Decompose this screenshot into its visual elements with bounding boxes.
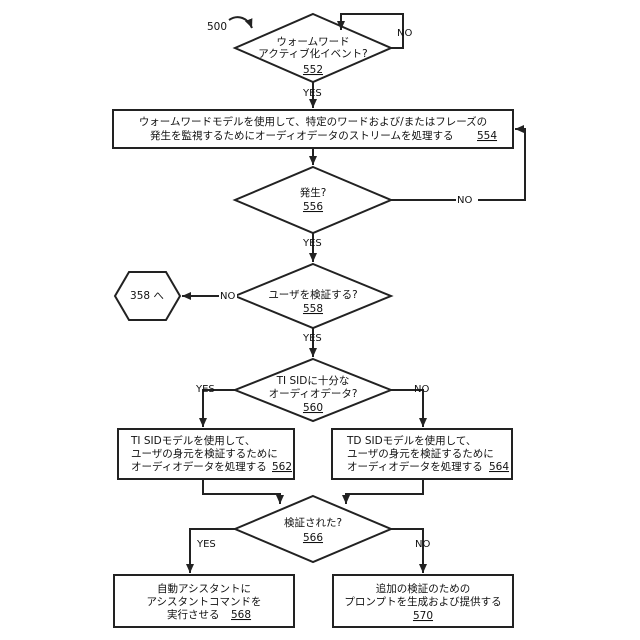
process-562: TI SIDモデルを使用して、 ユーザの身元を検証するために オーディオデータを…	[118, 429, 294, 479]
edge-560-no	[391, 390, 423, 427]
process-570-line-1: 追加の検証のための	[376, 582, 471, 595]
process-562-ref: 562	[272, 461, 292, 473]
label-558-no: NO	[220, 291, 235, 302]
process-568-line-1: 自動アシスタントに	[157, 582, 251, 595]
edge-564-566	[346, 479, 423, 504]
decision-566-line-1: 検証された?	[284, 516, 342, 529]
decision-560-line-2: オーディオデータ?	[269, 387, 358, 400]
label-560-no: NO	[414, 384, 429, 395]
decision-560: TI SIDに十分な オーディオデータ? 560	[235, 359, 391, 421]
edge-566-no	[391, 529, 423, 573]
connector-358: 358 へ	[115, 272, 180, 320]
figure-number: 500	[207, 21, 227, 33]
label-556-no: NO	[457, 195, 472, 206]
decision-558-line-1: ユーザを検証する?	[268, 288, 357, 301]
process-564-line-2: ユーザの身元を検証するために	[347, 447, 494, 460]
process-570-ref: 570	[413, 610, 433, 622]
edge-562-566	[203, 479, 280, 504]
process-554-line-1: ウォームワードモデルを使用して、特定のワードおよび/またはフレーズの	[139, 115, 487, 128]
process-568-ref: 568	[231, 609, 251, 621]
process-564-line-3: オーディオデータを処理する	[347, 460, 483, 473]
process-568-line-3: 実行させる	[167, 608, 220, 621]
label-566-no: NO	[415, 539, 430, 550]
process-554: ウォームワードモデルを使用して、特定のワードおよび/またはフレーズの 発生を監視…	[113, 110, 513, 148]
decision-560-line-1: TI SIDに十分な	[276, 374, 350, 387]
label-560-yes: YES	[195, 384, 215, 395]
edge-560-yes	[203, 390, 235, 427]
process-554-line-2: 発生を監視するためにオーディオデータのストリームを処理する	[150, 129, 453, 142]
decision-552-line-1: ウォームワード	[276, 36, 349, 48]
decision-566: 検証された? 566	[235, 496, 391, 562]
process-570-line-2: プロンプトを生成および提供する	[344, 595, 501, 608]
label-566-yes: YES	[196, 539, 216, 550]
process-554-ref: 554	[477, 130, 497, 142]
decision-558: ユーザを検証する? 558	[235, 264, 391, 328]
decision-552-ref: 552	[303, 64, 323, 76]
process-568: 自動アシスタントに アシスタントコマンドを 実行させる 568	[114, 575, 294, 627]
decision-552: ウォームワード アクティブ化イベント? 552	[235, 14, 391, 82]
process-568-line-2: アシスタントコマンドを	[146, 596, 261, 608]
figure-pointer	[229, 17, 252, 28]
connector-358-text: 358 へ	[130, 290, 164, 302]
decision-566-ref: 566	[303, 532, 323, 544]
decision-556-line-1: 発生?	[300, 186, 327, 199]
label-552-no: NO	[397, 28, 412, 39]
process-562-line-3: オーディオデータを処理する	[131, 460, 267, 473]
process-562-line-1: TI SIDモデルを使用して、	[130, 434, 255, 447]
process-564-ref: 564	[489, 461, 509, 473]
label-552-yes: YES	[302, 88, 322, 99]
decision-552-line-2: アクティブ化イベント?	[258, 47, 367, 60]
edge-566-yes	[190, 529, 235, 573]
decision-560-ref: 560	[303, 402, 323, 414]
decision-556-ref: 556	[303, 201, 323, 213]
decision-558-ref: 558	[303, 303, 323, 315]
decision-556: 発生? 556	[235, 167, 391, 233]
process-570: 追加の検証のための プロンプトを生成および提供する 570	[333, 575, 513, 627]
label-556-yes: YES	[302, 238, 322, 249]
label-558-yes: YES	[302, 333, 322, 344]
process-564: TD SIDモデルを使用して、 ユーザの身元を検証するために オーディオデータを…	[332, 429, 512, 479]
process-562-line-2: ユーザの身元を検証するために	[131, 447, 278, 460]
process-564-line-1: TD SIDモデルを使用して、	[346, 434, 476, 447]
